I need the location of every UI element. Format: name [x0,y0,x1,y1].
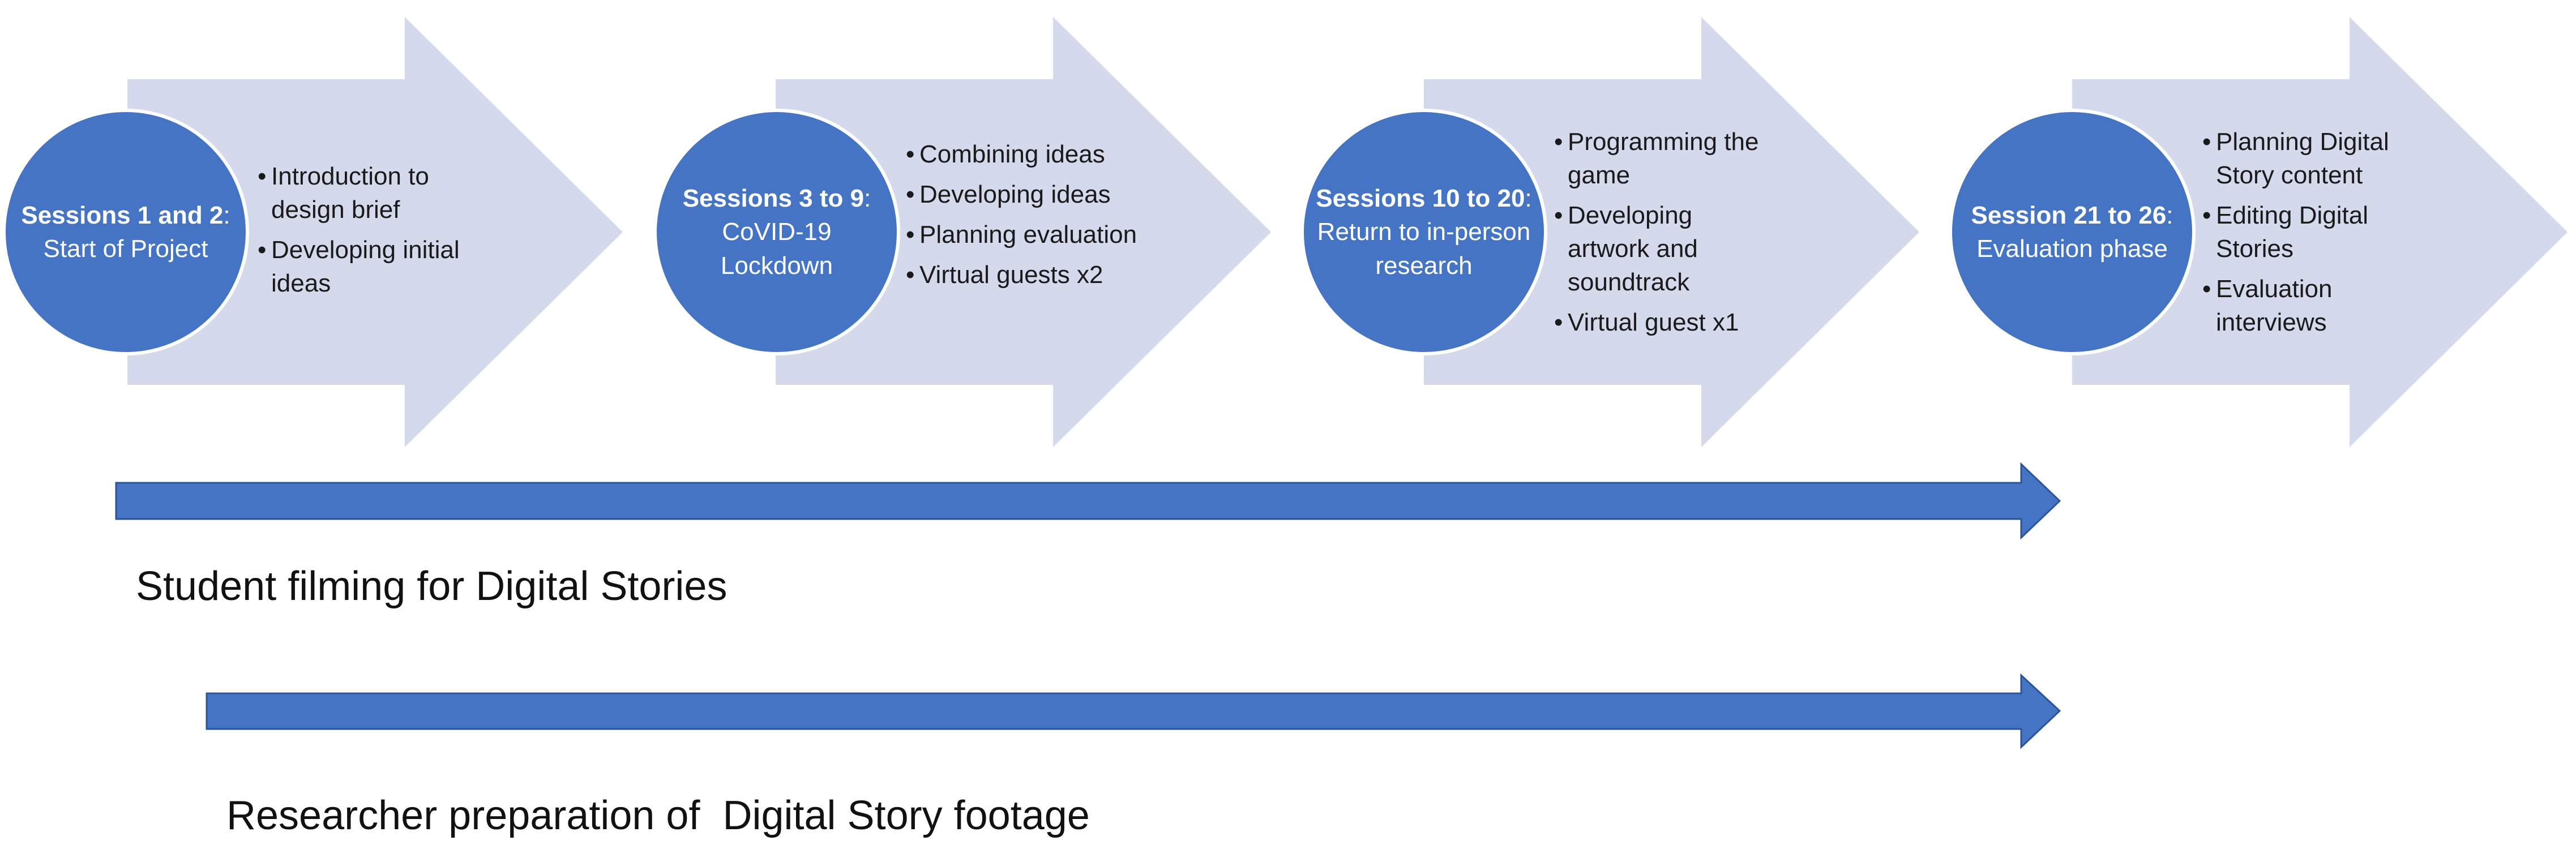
stage-circle-3 [1300,109,1547,355]
bullet-item: Virtual guests x2 [906,259,1172,292]
stage-title-bold-2: Sessions 3 to 9 [682,184,865,212]
bullet-item: Editing Digital Stories [2202,199,2440,266]
bullet-item: Planning Digital Story content [2202,126,2440,192]
bullet-item: Developing initial ideas [258,234,495,301]
bullet-item: Virtual guest x1 [1554,306,1781,340]
stage-title-1: Sessions 1 and 2: Start of Project [15,122,236,342]
track-arrow-1 [115,462,2061,540]
stage-title-bold-1: Sessions 1 and 2 [21,201,224,229]
stage-title-2: Sessions 3 to 9: CoVID-19 Lockdown [666,122,887,342]
stage-circle-1 [2,109,249,355]
bullet-item: Combining ideas [906,138,1172,171]
bullet-item: Introduction to design brief [258,160,495,227]
bullet-item: Programming the game [1554,126,1781,192]
stage-bullets-4: Planning Digital Story content Editing D… [2202,126,2440,346]
stage-title-rest-2: : CoVID-19 Lockdown [720,184,871,280]
track-label-1: Student filming for Digital Stories [136,564,728,609]
stage-title-rest-1: : Start of Project [43,201,230,263]
bullet-item: Planning evaluation [906,218,1172,252]
stage-title-rest-4: : Evaluation phase [1976,201,2173,263]
track-arrow-2 [206,673,2061,749]
stage-title-3: Sessions 10 to 20: Return to in-person r… [1313,122,1534,342]
stage-bullets-1: Introduction to design brief Developing … [258,160,495,307]
bullet-item: Evaluation interviews [2202,273,2440,340]
stage-bullets-3: Programming the game Developing artwork … [1554,126,1781,346]
track-label-2: Researcher preparation of Digital Story … [226,793,1090,838]
stage-title-4: Session 21 to 26: Evaluation phase [1962,122,2183,342]
stage-circle-2 [653,109,900,355]
stage-title-bold-3: Sessions 10 to 20 [1316,184,1525,212]
stage-chevron-1 [127,17,623,447]
stage-title-rest-3: : Return to in-person research [1317,184,1532,280]
bullet-item: Developing artwork and soundtrack [1554,199,1781,299]
stage-circle-4 [1949,109,2196,355]
stage-bullets-2: Combining ideas Developing ideas Plannin… [906,138,1172,299]
stage-title-bold-4: Session 21 to 26 [1971,201,2167,229]
bullet-item: Developing ideas [906,178,1172,212]
